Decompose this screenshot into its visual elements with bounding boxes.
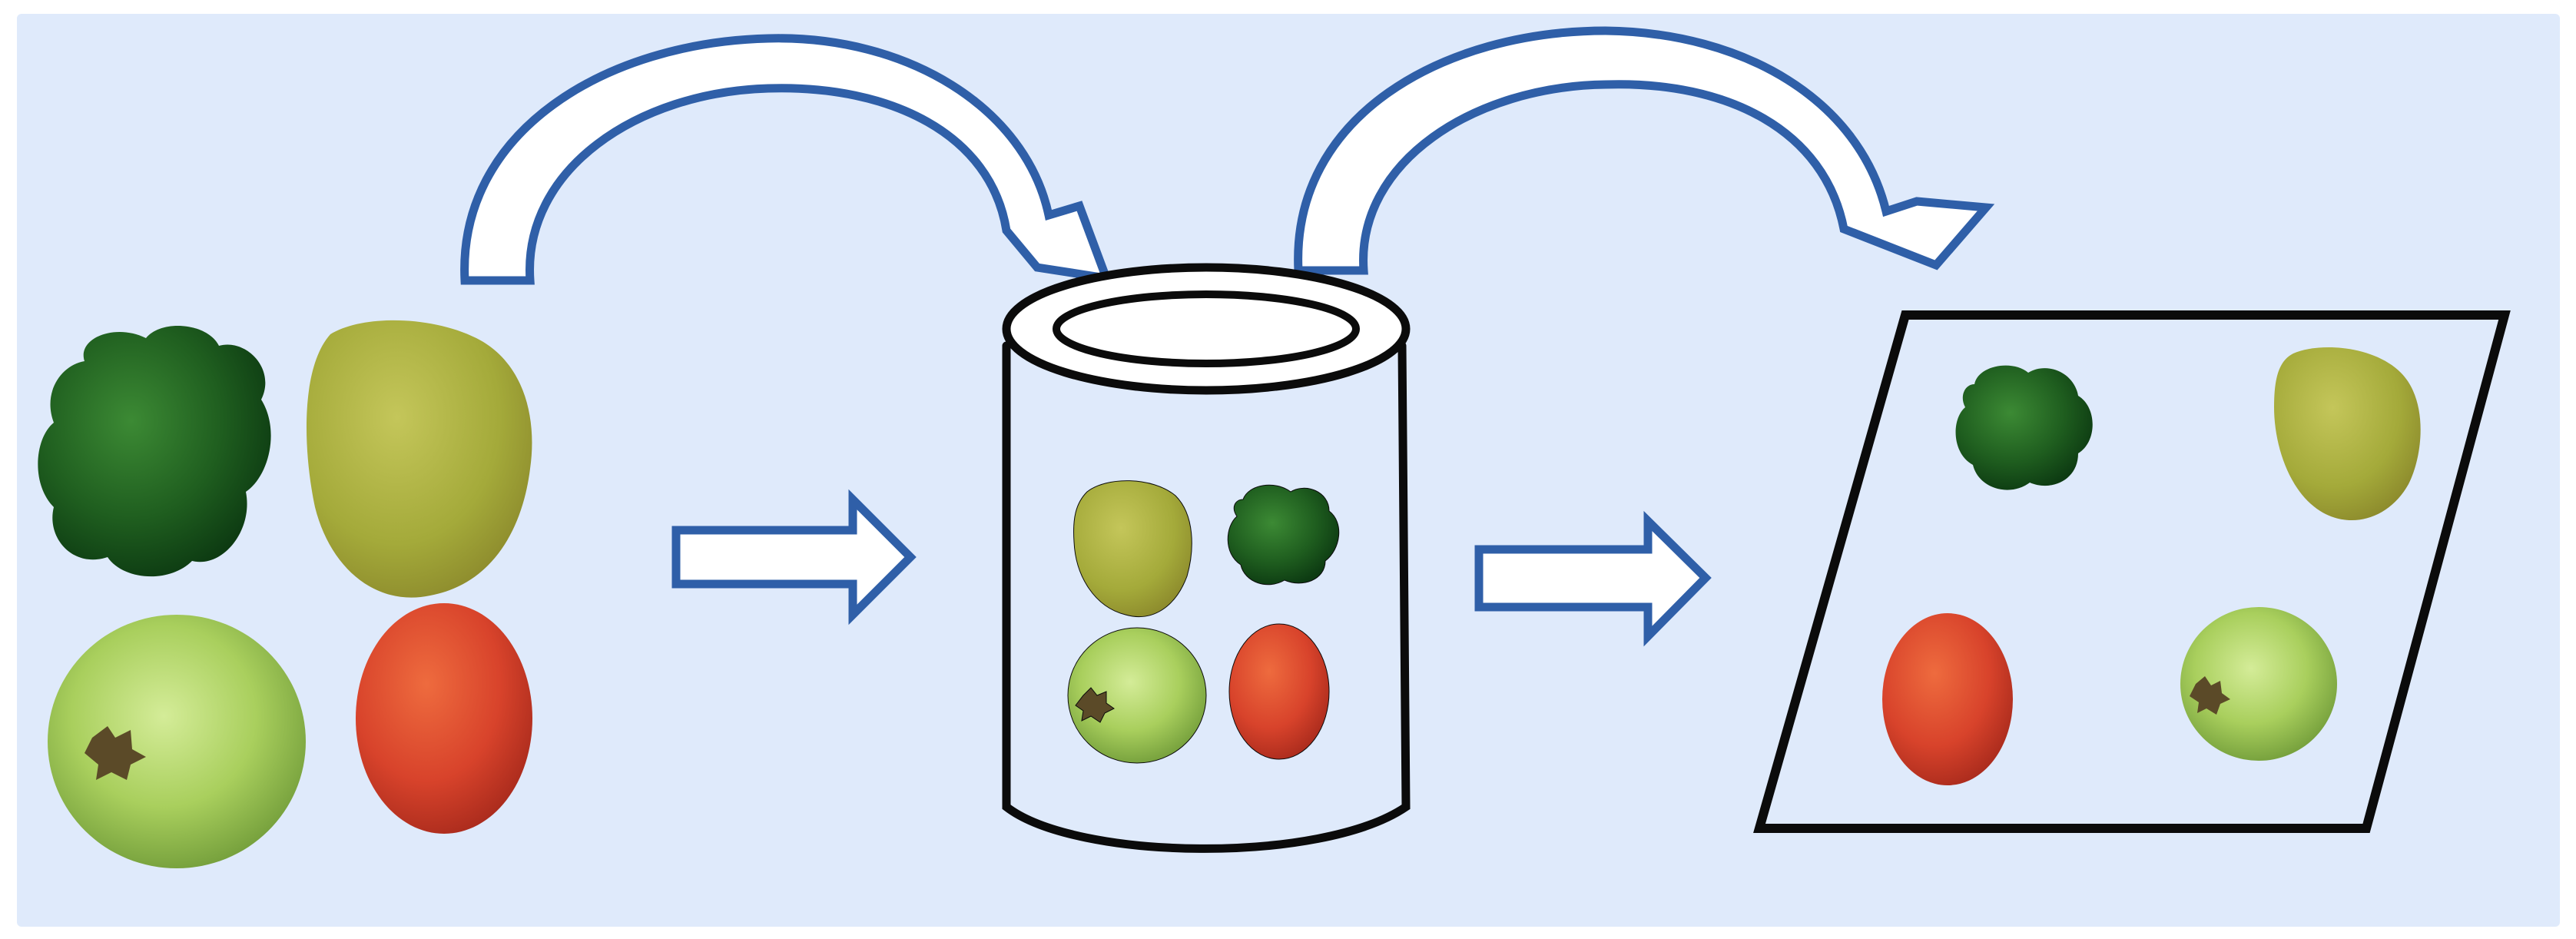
bell-pepper-icon — [1228, 485, 1338, 584]
guava-icon — [48, 615, 306, 868]
tomato-icon — [356, 603, 532, 834]
container-rim-outer — [1006, 267, 1406, 390]
tomato-icon — [1882, 613, 2013, 785]
tomato-icon — [1229, 624, 1329, 759]
bell-pepper-icon — [1956, 366, 2093, 490]
